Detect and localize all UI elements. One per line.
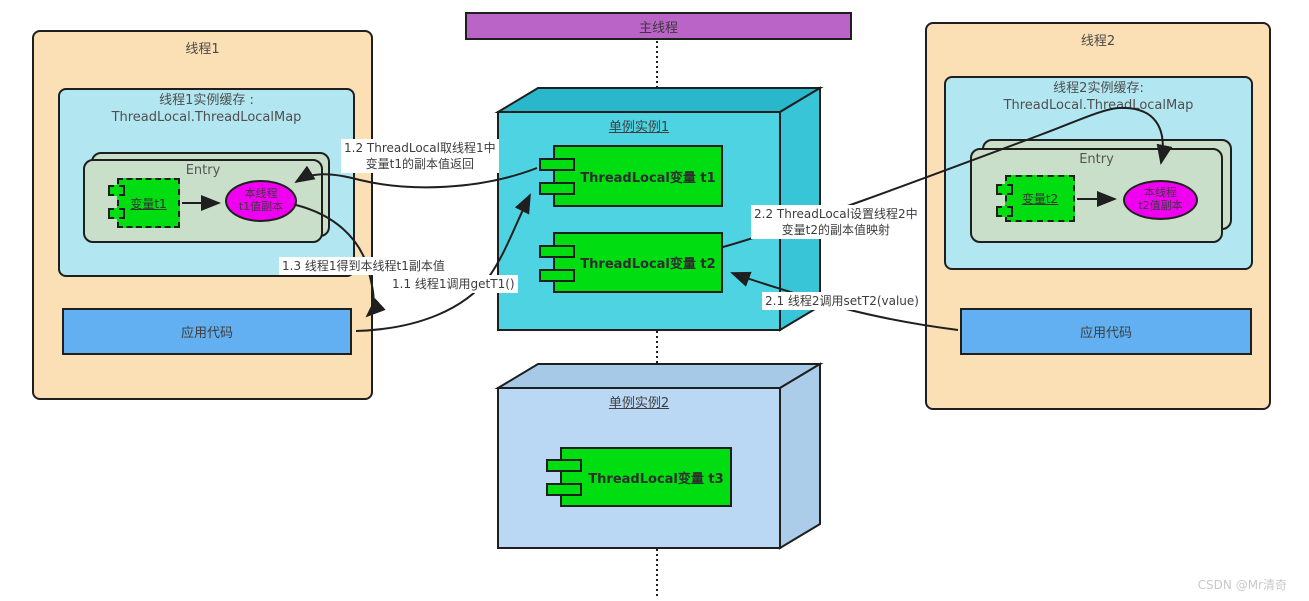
component-tab [539, 269, 575, 282]
main-thread-box: 主线程 [465, 12, 852, 40]
thread1-title: 线程1 [185, 42, 220, 57]
threadlocal-t2-label: ThreadLocal变量 t2 [580, 257, 716, 272]
threadlocal-t3-label: ThreadLocal变量 t3 [588, 471, 724, 487]
main-thread-label: 主线程 [638, 20, 678, 36]
threadlocal-t1-label: ThreadLocal变量 t1 [580, 170, 716, 186]
component-tab [539, 182, 575, 195]
thread2-app-code-label: 应用代码 [1079, 326, 1132, 341]
component-tab [546, 459, 582, 472]
annotation-1-2-line1: 1.2 ThreadLocal取线程1中 [344, 141, 496, 155]
component-tab [539, 158, 575, 171]
csdn-watermark: CSDN @Mr清奇 [1197, 578, 1287, 592]
threadlocal-t1-component: ThreadLocal变量 t1 [539, 145, 723, 207]
annotation-2-1: 2.1 线程2调用setT2(value) [762, 292, 922, 311]
annotation-1-3: 1.3 线程1得到本线程t1副本值 [279, 257, 448, 276]
singleton2-title: 单例实例2 [608, 396, 670, 411]
annotation-1-1: 1.1 线程1调用getT1() [389, 275, 518, 294]
component-tab [108, 185, 125, 196]
annotation-2-2-line2: 变量t2的副本值映射 [781, 223, 890, 238]
component-tab [108, 208, 125, 219]
thread1-copy-line1: 本线程 [244, 187, 278, 201]
thread2-cache-title-line1: 线程2实例缓存: [1053, 81, 1144, 96]
thread1-variable-label: 变量t1 [130, 196, 167, 211]
thread2-title: 线程2 [1080, 34, 1116, 49]
thread1-variable-component: 变量t1 [108, 178, 180, 228]
singleton1-title: 单例实例1 [608, 120, 670, 135]
annotation-1-2: 1.2 ThreadLocal取线程1中 变量t1的副本值返回 [341, 139, 499, 174]
annotation-2-2: 2.2 ThreadLocal设置线程2中 变量t2的副本值映射 [751, 205, 921, 240]
thread1-copy-line2: t1值副本 [238, 200, 284, 213]
thread1-entry-title: Entry [185, 163, 221, 178]
thread1-copy-ellipse: 本线程 t1值副本 [225, 180, 297, 222]
thread1-cache-title-line2: ThreadLocal.ThreadLocalMap [111, 109, 302, 125]
threadlocal-t3-component: ThreadLocal变量 t3 [546, 447, 732, 507]
thread1-cache-title-line1: 线程1实例缓存 : [159, 93, 254, 108]
annotation-2-2-line1: 2.2 ThreadLocal设置线程2中 [754, 207, 918, 221]
annotation-1-2-line2: 变量t1的副本值返回 [365, 157, 474, 172]
thread1-app-code-label: 应用代码 [180, 326, 233, 341]
thread2-app-code-box: 应用代码 [960, 308, 1252, 355]
threadlocal-t2-component: ThreadLocal变量 t2 [539, 232, 723, 293]
component-tab [546, 483, 582, 496]
thread1-cache-title: 线程1实例缓存 : ThreadLocal.ThreadLocalMap [58, 90, 355, 127]
component-tab [539, 245, 575, 258]
